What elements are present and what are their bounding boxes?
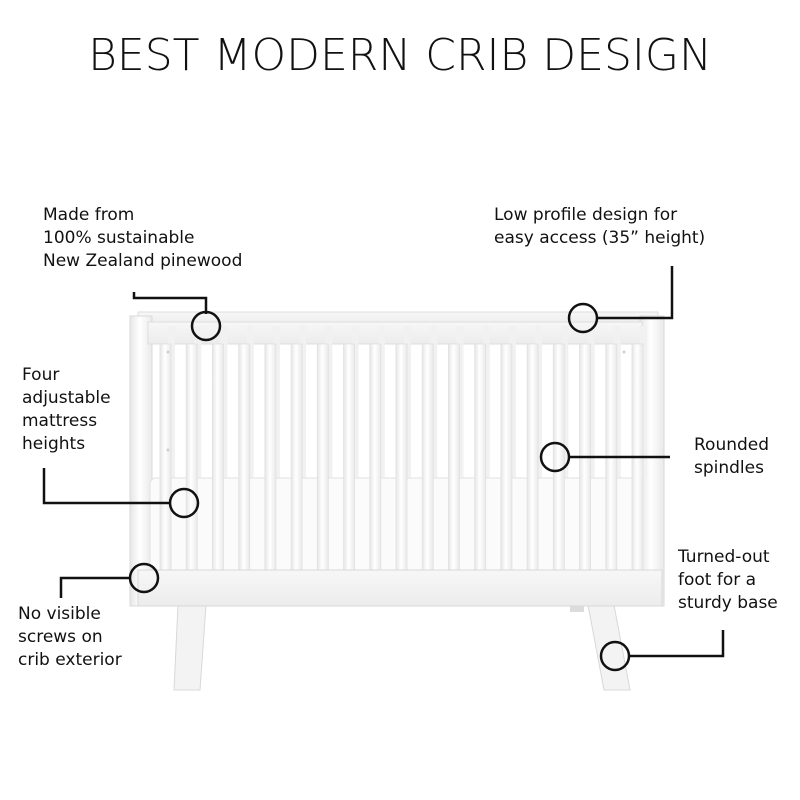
callout-spindles-line: Rounded bbox=[694, 435, 770, 455]
crib-spindle bbox=[159, 343, 172, 571]
crib-back-spindle bbox=[299, 326, 307, 478]
crib-back-spindle bbox=[404, 326, 411, 478]
crib-spindle bbox=[474, 343, 487, 571]
crib-spindle bbox=[395, 343, 408, 571]
crib-back-spindle bbox=[508, 326, 516, 478]
crib-back-spindle bbox=[456, 326, 464, 478]
callout-screws: No visible screws on crib exterior bbox=[18, 603, 122, 672]
crib-back-spindle bbox=[246, 326, 254, 478]
crib-back-spindle bbox=[194, 326, 202, 478]
crib-back-spindle bbox=[640, 326, 647, 478]
crib-spindle bbox=[185, 343, 198, 571]
crib-spindle bbox=[290, 343, 303, 571]
crib-spindle bbox=[447, 343, 460, 571]
crib-back-spindle bbox=[482, 326, 490, 478]
callout-spindles-line: spindles bbox=[694, 458, 764, 478]
crib-spindle bbox=[369, 343, 382, 571]
crib-left-leg bbox=[173, 604, 207, 691]
crib-left-post bbox=[129, 315, 153, 607]
crib-back-spindle bbox=[168, 326, 175, 478]
callout-screws-line: No visible bbox=[18, 604, 101, 624]
callout-spindles: Rounded spindles bbox=[694, 434, 769, 480]
mattress-marker bbox=[168, 487, 200, 519]
crib-spindle bbox=[211, 343, 224, 571]
crib-spindle bbox=[343, 343, 356, 571]
screws-marker bbox=[128, 562, 160, 594]
crib-spindle bbox=[526, 343, 539, 571]
crib-back-spindle bbox=[561, 326, 569, 478]
low-profile-marker bbox=[567, 302, 599, 334]
callout-material-line: New Zealand pinewood bbox=[43, 251, 243, 271]
callout-mattress-line: heights bbox=[22, 434, 86, 454]
page-title: BEST MODERN CRIB DESIGN bbox=[88, 30, 712, 81]
crib-spindle bbox=[500, 343, 513, 571]
crib-back-spindle bbox=[613, 326, 621, 478]
crib-back-spindle bbox=[535, 326, 543, 478]
crib-spindle bbox=[316, 343, 329, 571]
crib-spindles bbox=[168, 326, 647, 478]
foot-leader-line bbox=[629, 630, 725, 658]
crib-spindle bbox=[552, 343, 565, 571]
callout-foot-line: sturdy base bbox=[678, 593, 778, 613]
callout-low-profile: Low profile design for easy access (35” … bbox=[494, 204, 705, 250]
crib-back-spindle bbox=[220, 326, 228, 478]
crib-spindle bbox=[421, 343, 434, 571]
mattress-leader-line bbox=[42, 468, 170, 505]
callout-mattress-line: adjustable bbox=[22, 388, 111, 408]
callout-foot: Turned-out foot for a sturdy base bbox=[678, 546, 778, 615]
crib-back-spindle bbox=[430, 326, 438, 478]
callout-foot-line: Turned-out bbox=[678, 547, 770, 567]
material-leader-line bbox=[132, 292, 208, 314]
callout-low-profile-line: easy access (35” height) bbox=[494, 228, 706, 248]
crib-right-leg bbox=[587, 604, 631, 691]
crib-spindle bbox=[238, 343, 251, 571]
callout-material-line: Made from bbox=[43, 205, 135, 225]
callout-markers bbox=[42, 266, 725, 672]
crib-post-detail bbox=[166, 350, 170, 354]
crib-front-spindles bbox=[159, 343, 644, 571]
crib-bottom-rail bbox=[137, 569, 663, 607]
crib-illustration bbox=[129, 311, 665, 691]
crib-back-spindle bbox=[587, 326, 595, 478]
crib-post-detail bbox=[166, 448, 170, 452]
callout-mattress-line: mattress bbox=[22, 411, 98, 431]
crib-back-spindle bbox=[377, 326, 385, 478]
callout-screws-line: crib exterior bbox=[18, 650, 122, 670]
crib-spindle bbox=[264, 343, 277, 571]
crib-back-spindle bbox=[325, 326, 333, 478]
screws-leader-line bbox=[59, 576, 130, 598]
callout-material: Made from 100% sustainable New Zealand p… bbox=[43, 204, 242, 273]
callout-low-profile-line: Low profile design for bbox=[494, 205, 678, 225]
material-marker bbox=[190, 310, 222, 342]
callout-foot-line: foot for a bbox=[678, 570, 757, 590]
crib-back-spindle bbox=[351, 326, 359, 478]
crib-back-spindle bbox=[272, 326, 280, 478]
callout-mattress: Four adjustable mattress heights bbox=[22, 364, 111, 456]
callout-material-line: 100% sustainable bbox=[43, 228, 195, 248]
foot-marker bbox=[599, 640, 631, 672]
spindles-marker bbox=[539, 441, 571, 473]
callout-screws-line: screws on bbox=[18, 627, 103, 647]
crib-post-detail bbox=[622, 350, 626, 354]
crib-inner-foot bbox=[570, 602, 584, 612]
callout-mattress-line: Four bbox=[22, 365, 60, 385]
low-profile-leader-line bbox=[596, 266, 674, 320]
